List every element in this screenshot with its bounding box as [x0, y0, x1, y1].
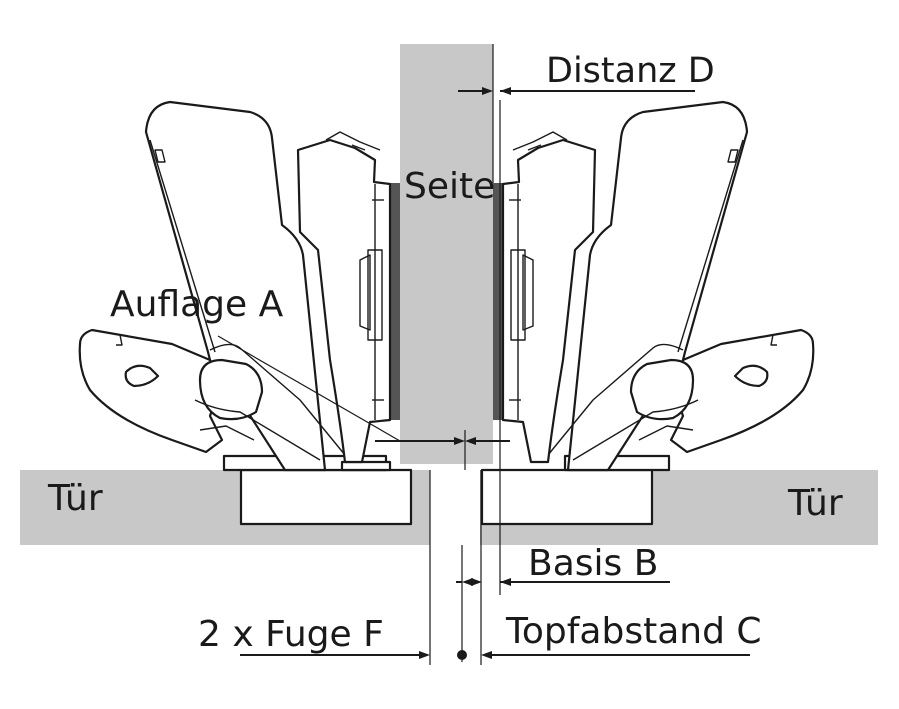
label-distanz: Distanz D	[546, 51, 715, 91]
mounting-plate-right	[493, 183, 503, 420]
hinge-cup-left	[239, 468, 413, 526]
label-fuge: 2 x Fuge F	[198, 614, 384, 655]
hinge-right	[501, 100, 815, 472]
mounting-plate-left	[390, 183, 400, 420]
label-auflage: Auflage A	[110, 284, 284, 325]
label-topfabstand: Topfabstand C	[505, 611, 762, 652]
hinge-cup-right	[480, 468, 654, 526]
label-basis: Basis B	[528, 543, 658, 584]
side-panel-overlay	[403, 44, 490, 464]
bottom-dimensions	[240, 450, 750, 665]
cup-flange-left-small	[340, 460, 392, 472]
distanz-dimension	[458, 44, 695, 450]
label-tuer-left: Tür	[47, 478, 103, 519]
label-seite: Seite	[404, 166, 495, 207]
center-dot	[457, 650, 467, 660]
auflage-dimension	[217, 335, 510, 470]
label-tuer-right: Tür	[787, 483, 843, 524]
hinge-left	[78, 100, 392, 472]
